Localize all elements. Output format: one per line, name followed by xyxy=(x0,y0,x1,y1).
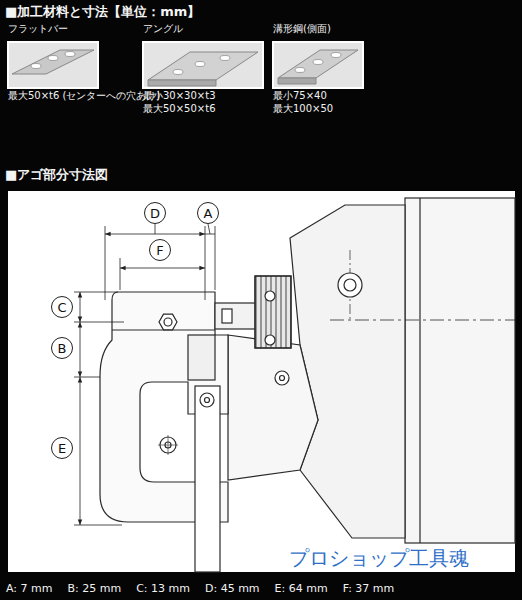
dimension-callout: A xyxy=(197,202,219,224)
node-heading: E xyxy=(58,442,66,455)
node-heading: アングル xyxy=(143,22,220,35)
node-heading: フラットバー xyxy=(8,22,165,35)
node-text: 最小75×40 xyxy=(273,89,338,102)
node-heading: C xyxy=(57,301,66,314)
node-text: 最大100×50 xyxy=(273,102,338,115)
dimension-list: A: 7 mm B: 25 mm C: 13 mm D: 45 mm E: 64 mm F… xyxy=(6,582,394,595)
jaw-drawing xyxy=(100,198,515,572)
material-spec: フラットバー最大50×t6 (センターへの穴あけ) xyxy=(8,22,165,102)
section-heading: ■アゴ部分寸法図 xyxy=(5,166,108,184)
section-heading: ■加工材料と寸法【単位：mm】 xyxy=(5,3,200,21)
material-photos xyxy=(8,42,363,88)
dimension-value: D: 45 mm xyxy=(205,582,260,595)
watermark: プロショップ工具魂 xyxy=(286,545,472,572)
node-heading: D xyxy=(150,207,160,220)
material-spec: アングル最小30×30×t3最大50×50×t6 xyxy=(143,22,220,115)
dimension-value: A: 7 mm xyxy=(6,582,52,595)
node-heading: 溝形鋼(側面) xyxy=(273,22,338,35)
node-text: 最小30×30×t3 xyxy=(143,89,220,102)
dimension-callout: D xyxy=(144,202,166,224)
dimension-lines xyxy=(74,224,215,525)
node-heading: A xyxy=(204,207,213,220)
dimension-callout: B xyxy=(51,337,73,359)
material-spec: 溝形鋼(側面) 最小75×40最大100×50 xyxy=(273,22,338,115)
dimension-callout: C xyxy=(51,296,73,318)
dimension-value: E: 64 mm xyxy=(275,582,328,595)
node-text: 最大50×t6 (センターへの穴あけ) xyxy=(8,89,165,102)
dimension-value: B: 25 mm xyxy=(67,582,121,595)
node-heading: B xyxy=(58,342,67,355)
drawing-panel xyxy=(8,191,515,572)
dimension-value: C: 13 mm xyxy=(136,582,190,595)
dimension-callout: F xyxy=(149,239,171,261)
dimension-value: F: 37 mm xyxy=(343,582,395,595)
node-heading: F xyxy=(156,244,163,257)
dimension-callout: E xyxy=(51,437,73,459)
node-text: 最大50×50×t6 xyxy=(143,102,220,115)
